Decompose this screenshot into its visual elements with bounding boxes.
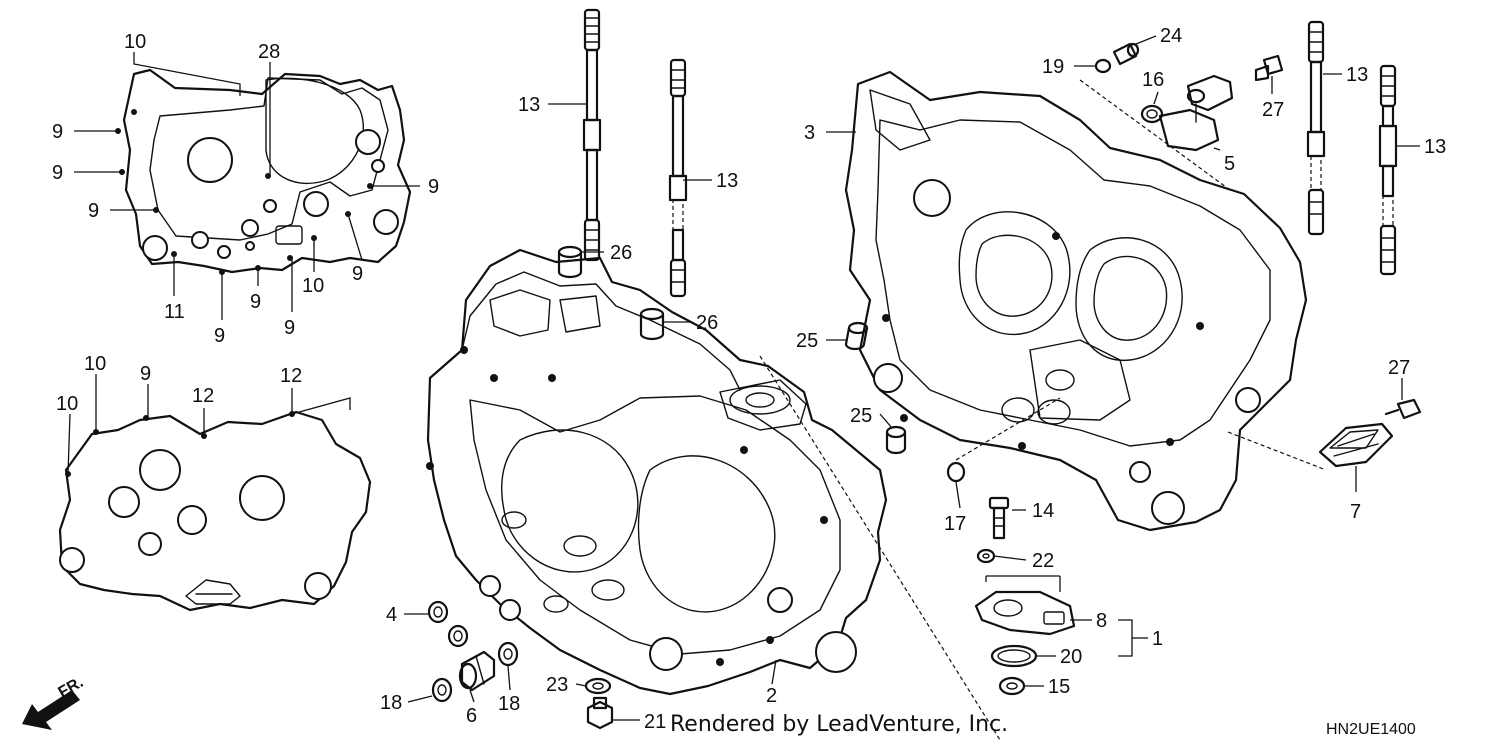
bolt-27-upper [1254, 54, 1284, 82]
callout-23: 23 [546, 674, 568, 696]
stud-bolt-left-1 [582, 8, 602, 262]
callout-5: 5 [1224, 153, 1235, 175]
callout-9: 9 [52, 162, 63, 184]
callout-8: 8 [1096, 610, 1107, 632]
callout-25: 25 [796, 330, 818, 352]
callout-13: 13 [716, 170, 738, 192]
callout-22: 22 [1032, 550, 1054, 572]
callout-24: 24 [1160, 25, 1182, 47]
callout-20: 20 [1060, 646, 1082, 668]
stud-bolt-right-2 [1378, 64, 1398, 276]
cover-8 [974, 590, 1076, 636]
callout-10: 10 [84, 353, 106, 375]
washer-22 [976, 548, 996, 564]
front-direction-arrow: FR. [22, 674, 86, 730]
callout-14: 14 [1032, 500, 1054, 522]
breather-joint [1158, 74, 1234, 152]
callout-9: 9 [140, 363, 151, 385]
o-ring-16 [1140, 104, 1164, 124]
callout-28: 28 [258, 41, 280, 63]
callout-9: 9 [284, 317, 295, 339]
dowel-pin-lower [639, 307, 665, 341]
seal-4 [427, 600, 469, 648]
callout-9: 9 [428, 176, 439, 198]
callout-1: 1 [1152, 628, 1163, 650]
callout-9: 9 [214, 325, 225, 347]
callout-13: 13 [1424, 136, 1446, 158]
callout-9: 9 [250, 291, 261, 313]
callout-26: 26 [696, 312, 718, 334]
callout-13: 13 [518, 94, 540, 116]
callout-13: 13 [1346, 64, 1368, 86]
callout-16: 16 [1142, 69, 1164, 91]
right-crankcase-half [844, 70, 1308, 532]
callout-15: 15 [1048, 676, 1070, 698]
collar-24 [1112, 42, 1140, 66]
callout-27: 27 [1388, 357, 1410, 379]
callout-labels: 10 28 9 9 9 9 9 11 9 9 9 10 10 9 12 12 1… [52, 25, 1446, 733]
callout-18: 18 [498, 693, 520, 715]
plug-6 [458, 650, 496, 692]
dowel-25-upper [844, 321, 869, 351]
render-credit: Rendered by LeadVenture, Inc. [670, 712, 1008, 737]
washer-18-left [431, 677, 453, 703]
callout-10: 10 [56, 393, 78, 415]
bolt-14 [988, 496, 1010, 540]
bolt-27-lower [1384, 398, 1422, 420]
callout-9: 9 [352, 263, 363, 285]
callout-17: 17 [944, 513, 966, 535]
callout-9: 9 [52, 121, 63, 143]
callout-3: 3 [804, 122, 815, 144]
dowel-25-lower [885, 425, 907, 455]
callout-10: 10 [302, 275, 324, 297]
direction-label: FR. [56, 674, 87, 702]
callout-25: 25 [850, 405, 872, 427]
callout-19: 19 [1042, 56, 1064, 78]
drain-bolt-21 [586, 696, 614, 730]
callout-12: 12 [280, 365, 302, 387]
callout-6: 6 [466, 705, 477, 727]
stud-bolt-right-1 [1306, 20, 1326, 236]
callout-4: 4 [386, 604, 397, 626]
callout-18: 18 [380, 692, 402, 714]
callout-2: 2 [766, 685, 777, 707]
washer-15 [998, 676, 1026, 696]
stud-bolt-left-2 [668, 58, 688, 298]
callout-21: 21 [644, 711, 666, 733]
o-ring-20 [990, 644, 1038, 668]
diagram-code: HN2UE1400 [1326, 721, 1416, 738]
callout-10: 10 [124, 31, 146, 53]
washer-23 [584, 677, 612, 695]
washer-18-right [497, 641, 519, 667]
leader-lines [67, 35, 1420, 741]
washer-19 [1094, 58, 1112, 74]
bracket-7 [1318, 422, 1394, 468]
callout-9: 9 [88, 200, 99, 222]
callout-27: 27 [1262, 99, 1284, 121]
left-crankcase-half [426, 248, 888, 696]
crankcase-gasket-lower [58, 410, 372, 612]
callout-12: 12 [192, 385, 214, 407]
callout-11: 11 [164, 301, 185, 323]
oil-seal-17 [946, 461, 966, 483]
arrow-icon [22, 690, 80, 730]
callout-7: 7 [1350, 501, 1361, 523]
crankcase-gasket-upper [115, 68, 412, 275]
callout-26: 26 [610, 242, 632, 264]
